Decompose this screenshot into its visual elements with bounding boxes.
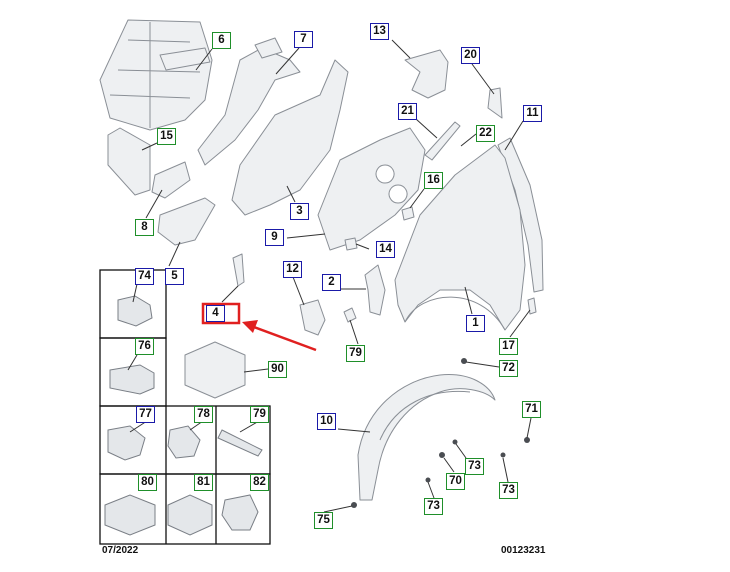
callout-14[interactable]: 14 bbox=[376, 241, 395, 258]
part-body-structure bbox=[99, 19, 213, 131]
clip-73a bbox=[452, 439, 458, 445]
part-8 bbox=[151, 161, 191, 199]
callout-5[interactable]: 5 bbox=[165, 268, 184, 285]
highlight-arrow-line bbox=[253, 325, 317, 352]
clip-75 bbox=[351, 502, 357, 508]
callout-80[interactable]: 80 bbox=[138, 474, 157, 491]
callout-4[interactable]: 4 bbox=[206, 305, 225, 322]
callout-21[interactable]: 21 bbox=[398, 103, 417, 120]
part-10 bbox=[357, 374, 496, 501]
callout-79-grid[interactable]: 79 bbox=[250, 406, 269, 423]
callout-22[interactable]: 22 bbox=[476, 125, 495, 142]
callout-73-c[interactable]: 73 bbox=[424, 498, 443, 515]
fastener-74 bbox=[117, 295, 153, 327]
part-13 bbox=[404, 49, 449, 99]
part-20 bbox=[487, 87, 503, 119]
clip-72 bbox=[461, 358, 467, 364]
callout-16[interactable]: 16 bbox=[424, 172, 443, 189]
callout-12[interactable]: 12 bbox=[283, 261, 302, 278]
callout-3[interactable]: 3 bbox=[290, 203, 309, 220]
part-1 bbox=[394, 144, 526, 331]
callout-72[interactable]: 72 bbox=[499, 360, 518, 377]
callout-11[interactable]: 11 bbox=[523, 105, 542, 122]
callout-82[interactable]: 82 bbox=[250, 474, 269, 491]
part-21 bbox=[424, 121, 461, 161]
part-15 bbox=[107, 127, 151, 196]
part-9 bbox=[317, 127, 426, 251]
part-10-rib bbox=[379, 390, 471, 441]
part-16 bbox=[401, 206, 415, 221]
callout-81[interactable]: 81 bbox=[194, 474, 213, 491]
part-90-kit bbox=[184, 341, 246, 399]
fastener-78 bbox=[167, 425, 201, 459]
clip-71 bbox=[524, 437, 530, 443]
callout-17[interactable]: 17 bbox=[499, 338, 518, 355]
clip-73b bbox=[500, 452, 506, 458]
part-9-hole-2 bbox=[388, 184, 408, 204]
callout-9[interactable]: 9 bbox=[265, 229, 284, 246]
part-1-wheel-cut bbox=[404, 296, 506, 331]
part-body-structure-detail bbox=[109, 22, 201, 128]
fastener-82 bbox=[221, 494, 259, 531]
callout-71[interactable]: 71 bbox=[522, 401, 541, 418]
callout-15[interactable]: 15 bbox=[157, 128, 176, 145]
part-2 bbox=[364, 264, 386, 316]
part-14 bbox=[344, 237, 358, 251]
callout-75[interactable]: 75 bbox=[314, 512, 333, 529]
part-3 bbox=[231, 59, 349, 216]
part-12 bbox=[299, 299, 326, 336]
fastener-77 bbox=[107, 425, 146, 461]
callout-20[interactable]: 20 bbox=[461, 47, 480, 64]
callout-77[interactable]: 77 bbox=[136, 406, 155, 423]
highlight-arrow-head bbox=[242, 320, 258, 333]
footer-reference: 00123231 bbox=[501, 545, 546, 556]
fastener-81 bbox=[167, 494, 213, 536]
part-7 bbox=[197, 47, 301, 166]
footer-date: 07/2022 bbox=[102, 545, 139, 556]
part-9-hole-1 bbox=[375, 164, 395, 184]
callout-90[interactable]: 90 bbox=[268, 361, 287, 378]
callout-7[interactable]: 7 bbox=[294, 31, 313, 48]
part-6 bbox=[159, 47, 211, 71]
callout-79[interactable]: 79 bbox=[346, 345, 365, 362]
callout-73-a[interactable]: 73 bbox=[465, 458, 484, 475]
callout-8[interactable]: 8 bbox=[135, 219, 154, 236]
fastener-79 bbox=[217, 429, 263, 457]
highlight-box bbox=[201, 302, 241, 325]
fastener-grid bbox=[99, 269, 271, 545]
part-79-tab bbox=[343, 307, 357, 323]
part-5 bbox=[157, 197, 216, 246]
callout-1[interactable]: 1 bbox=[466, 315, 485, 332]
callout-73-b[interactable]: 73 bbox=[499, 482, 518, 499]
callout-76[interactable]: 76 bbox=[135, 338, 154, 355]
part-4 bbox=[232, 253, 245, 287]
part-7-top bbox=[254, 37, 283, 59]
callout-10[interactable]: 10 bbox=[317, 413, 336, 430]
fastener-76 bbox=[109, 364, 155, 395]
clip-73c bbox=[425, 477, 431, 483]
callout-2[interactable]: 2 bbox=[322, 274, 341, 291]
callout-6[interactable]: 6 bbox=[212, 32, 231, 49]
callout-13[interactable]: 13 bbox=[370, 23, 389, 40]
clip-70 bbox=[439, 452, 445, 458]
callout-70[interactable]: 70 bbox=[446, 473, 465, 490]
callout-78[interactable]: 78 bbox=[194, 406, 213, 423]
callout-74[interactable]: 74 bbox=[135, 268, 154, 285]
fastener-80 bbox=[104, 494, 156, 536]
